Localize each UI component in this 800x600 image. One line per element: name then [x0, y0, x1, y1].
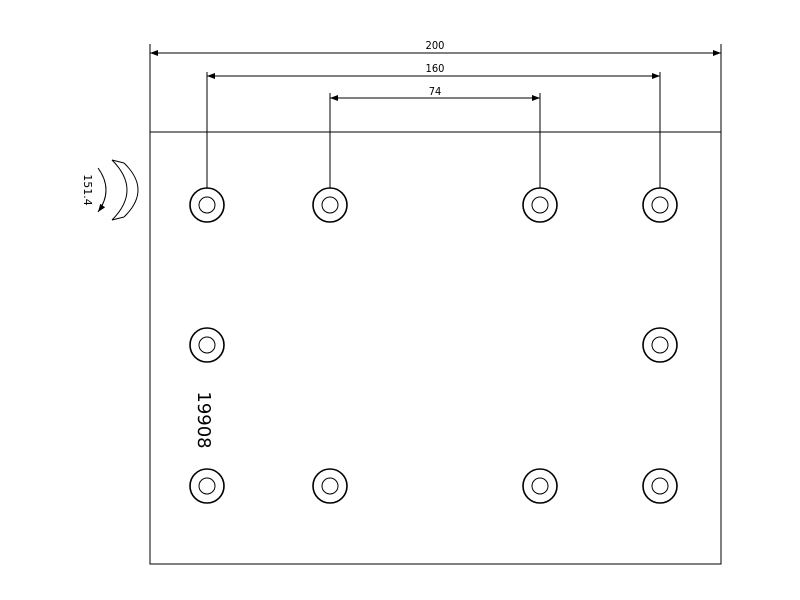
radius-indicator: 151.4	[81, 159, 139, 221]
outer-hole-spacing-label: 160	[426, 62, 445, 75]
rivet-hole-outer	[522, 187, 558, 223]
rivet-hole	[642, 468, 678, 504]
rivet-hole	[189, 327, 225, 363]
part-code: 19908	[193, 391, 214, 448]
rivet-hole-inner	[198, 196, 216, 214]
rivet-hole-outer	[189, 187, 225, 223]
inner-hole-spacing-label: 74	[429, 85, 442, 98]
rivet-hole-inner	[321, 196, 339, 214]
rivet-hole-outer	[642, 327, 678, 363]
rivet-hole-inner	[531, 196, 549, 214]
rivet-hole-outer	[312, 187, 348, 223]
overall-width-label: 200	[426, 39, 445, 52]
rivet-hole	[522, 187, 558, 223]
rivet-hole	[312, 187, 348, 223]
rivet-hole-outer	[312, 468, 348, 504]
rivet-hole-inner	[198, 477, 216, 495]
rivet-hole	[642, 187, 678, 223]
rivet-hole-inner	[651, 196, 669, 214]
lining-outline	[149, 131, 722, 565]
inner-hole-spacing-dimension: 74	[329, 85, 541, 188]
rivet-holes	[189, 187, 678, 504]
rivet-hole-outer	[642, 187, 678, 223]
rivet-hole	[312, 468, 348, 504]
rivet-hole-inner	[321, 477, 339, 495]
rivet-hole-inner	[651, 477, 669, 495]
overall-width-dimension: 200	[149, 39, 722, 132]
rivet-hole-inner	[651, 336, 669, 354]
rivet-hole	[522, 468, 558, 504]
rivet-hole	[189, 468, 225, 504]
rivet-hole-outer	[189, 327, 225, 363]
rivet-hole-inner	[198, 336, 216, 354]
outer-hole-spacing-dimension: 160	[206, 62, 661, 188]
rivet-hole-inner	[531, 477, 549, 495]
rivet-hole-outer	[642, 468, 678, 504]
radius-label: 151.4	[81, 174, 94, 206]
rivet-hole	[642, 327, 678, 363]
rivet-hole-outer	[189, 468, 225, 504]
rivet-hole	[189, 187, 225, 223]
rivet-hole-outer	[522, 468, 558, 504]
